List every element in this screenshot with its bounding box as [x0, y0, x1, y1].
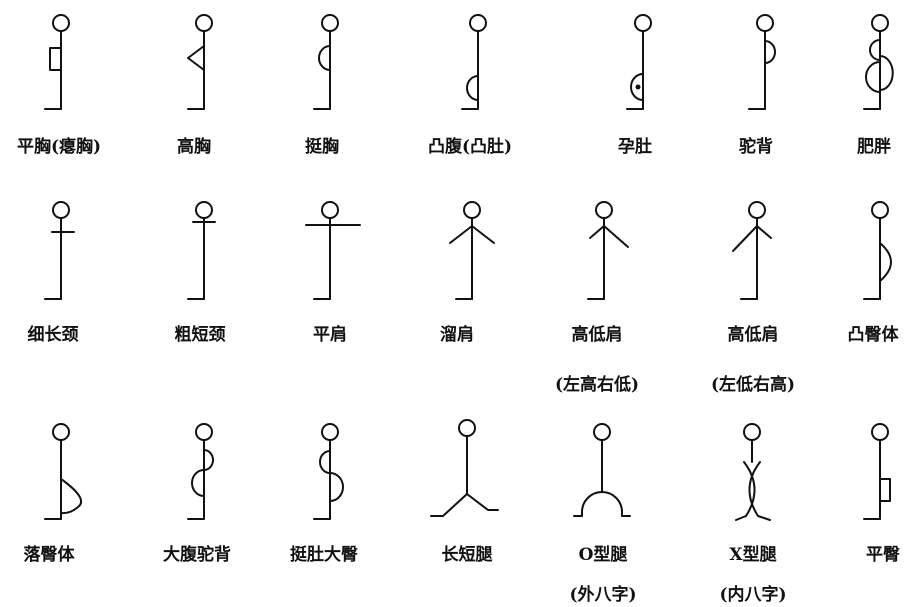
- label-uneven-shoulders-2: 高低肩: [728, 324, 779, 345]
- sublabel-toe-out: (外八字): [569, 584, 636, 605]
- figure-protruding-buttocks: [863, 201, 892, 300]
- figure-belly-and-big-buttocks: [313, 423, 344, 520]
- label-square-shoulders: 平肩: [313, 324, 347, 345]
- label-prominent-chest: 挺胸: [305, 136, 339, 157]
- label-uneven-shoulders-1: 高低肩: [572, 324, 623, 345]
- figure-protruding-belly: [461, 14, 487, 110]
- figure-hunchback: [748, 14, 776, 110]
- sublabel-left-low-right-high: (左低右高): [711, 374, 795, 395]
- label-x-legs: X型腿: [729, 544, 776, 565]
- figure-sloping-shoulders: [449, 201, 495, 300]
- figure-big-belly-hunchback: [187, 423, 214, 520]
- label-hunchback: 驼背: [739, 136, 773, 157]
- figure-square-shoulders: [305, 201, 361, 300]
- label-pregnant-belly: 孕肚: [618, 137, 652, 157]
- figure-high-chest: [187, 14, 213, 110]
- figure-uneven-shoulders-left-high: [587, 201, 629, 300]
- label-protruding-buttocks: 凸臀体: [848, 324, 900, 345]
- label-long-thin-neck: 细长颈: [28, 324, 79, 345]
- label-thick-short-neck: 粗短颈: [175, 324, 226, 345]
- label-big-belly-hunchback: 大腹驼背: [163, 544, 231, 565]
- label-high-chest: 高胸: [177, 136, 211, 157]
- figure-obese: [863, 14, 894, 110]
- sublabel-toe-in: (内八字): [719, 584, 786, 605]
- label-obese: 肥胖: [857, 136, 891, 157]
- figure-prominent-chest: [313, 14, 339, 110]
- label-sloping-shoulders: 溜肩: [440, 324, 474, 345]
- label-belly-big-buttocks: 挺肚大臀: [290, 544, 358, 565]
- label-flat-buttocks: 平臀: [866, 545, 900, 565]
- figure-long-thin-neck: [44, 201, 75, 300]
- figure-pregnant-belly: [626, 14, 652, 110]
- label-o-legs: O型腿: [579, 544, 628, 565]
- figure-flat-buttocks: [863, 423, 891, 520]
- figure-x-legs: [735, 423, 771, 521]
- figure-thick-short-neck: [187, 201, 216, 300]
- figure-o-legs: [573, 423, 631, 517]
- sublabel-left-high-right-low: (左高右低): [555, 374, 639, 395]
- label-uneven-legs: 长短腿: [442, 544, 493, 565]
- figure-drooping-buttocks: [44, 423, 83, 520]
- label-flat-chest: 平胸(瘪胸): [17, 136, 101, 157]
- figure-uneven-shoulders-right-high: [732, 201, 772, 300]
- label-protruding-belly: 凸腹(凸肚): [428, 136, 512, 157]
- figure-uneven-legs: [430, 419, 499, 517]
- label-drooping-buttocks: 落臀体: [24, 544, 76, 565]
- figure-flat-chest: [44, 14, 70, 110]
